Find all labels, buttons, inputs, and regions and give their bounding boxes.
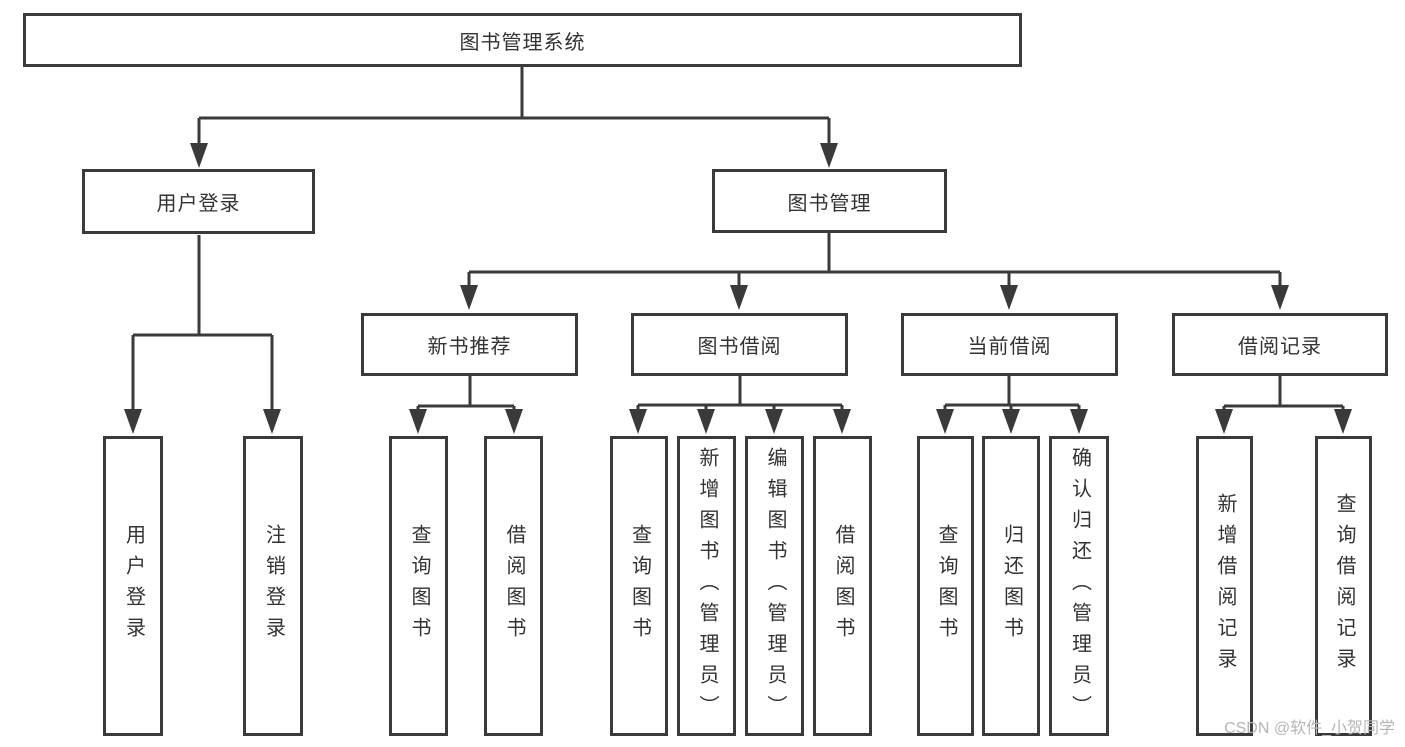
- leaf-cb-confirm-return-admin-label: 确认归还（管理员）: [1068, 446, 1091, 726]
- leaf-br-add-record: 新增借阅记录: [1196, 436, 1253, 736]
- leaf-cb-confirm-return-admin: 确认归还（管理员）: [1049, 436, 1109, 736]
- node-current-borrow: 当前借阅: [901, 313, 1118, 376]
- leaf-logout: 注销登录: [243, 436, 303, 736]
- connector-current-borrow-branch: [936, 376, 1088, 434]
- leaf-bb-borrow-books-label: 借阅图书: [832, 524, 854, 648]
- leaf-br-query-record: 查询借阅记录: [1315, 436, 1372, 736]
- connector-root-to-level2: [190, 67, 838, 168]
- connector-book-borrow-branch: [629, 376, 851, 434]
- connector-new-book-branch: [409, 376, 523, 434]
- leaf-cb-query-books-label: 查询图书: [935, 524, 957, 648]
- leaf-bb-edit-books-admin-label: 编辑图书（管理员）: [764, 446, 786, 726]
- leaf-bb-query-books-label: 查询图书: [628, 524, 651, 648]
- leaf-br-query-record-label: 查询借阅记录: [1333, 493, 1355, 679]
- connector-book-management-branch: [460, 232, 1289, 310]
- leaf-nb-query-books-label: 查询图书: [408, 524, 430, 648]
- leaf-bb-borrow-books: 借阅图书: [813, 436, 872, 736]
- leaf-bb-query-books: 查询图书: [610, 436, 668, 736]
- leaf-nb-query-books: 查询图书: [389, 436, 448, 736]
- node-user-login: 用户登录: [82, 169, 315, 234]
- node-new-book-recommend: 新书推荐: [361, 313, 578, 376]
- connector-user-login-branch: [124, 235, 281, 434]
- leaf-user-login-label: 用户登录: [122, 524, 145, 648]
- leaf-nb-borrow-books-label: 借阅图书: [503, 524, 525, 648]
- node-book-management: 图书管理: [712, 169, 947, 233]
- watermark-text: CSDN @软件_小贺同学: [1224, 720, 1395, 737]
- leaf-br-add-record-label: 新增借阅记录: [1214, 493, 1236, 679]
- node-root-library-system: 图书管理系统: [23, 13, 1022, 67]
- leaf-logout-label: 注销登录: [262, 524, 285, 648]
- leaf-user-login: 用户登录: [103, 436, 163, 736]
- leaf-bb-edit-books-admin: 编辑图书（管理员）: [745, 436, 804, 736]
- leaf-bb-add-books-admin-label: 新增图书（管理员）: [696, 446, 718, 726]
- leaf-cb-return-books: 归还图书: [982, 436, 1040, 736]
- leaf-cb-return-books-label: 归还图书: [1000, 524, 1023, 648]
- leaf-cb-query-books: 查询图书: [917, 436, 974, 736]
- node-borrow-records: 借阅记录: [1172, 313, 1388, 376]
- connector-borrow-records-branch: [1215, 376, 1352, 434]
- leaf-bb-add-books-admin: 新增图书（管理员）: [677, 436, 736, 736]
- leaf-nb-borrow-books: 借阅图书: [484, 436, 543, 736]
- node-book-borrow: 图书借阅: [631, 313, 848, 376]
